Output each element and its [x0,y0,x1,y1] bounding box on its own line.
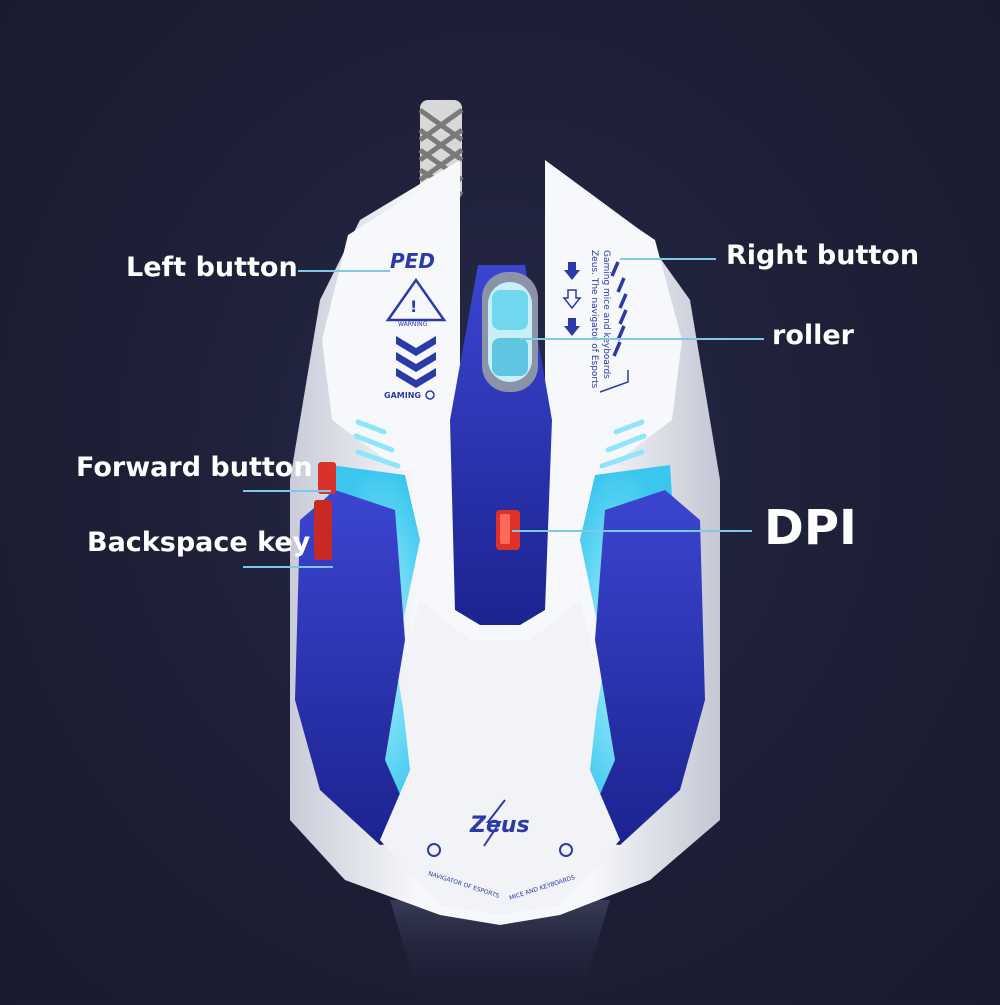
left-button-graphics: PED ! WARNING GAMING [384,249,447,400]
side-panel-right [580,490,705,845]
reflection [390,900,610,1000]
warning-text: WARNING [398,321,428,328]
right-button[interactable] [548,168,682,470]
model-mark: PED [390,249,435,273]
led-slots-left [353,419,401,469]
label-forward-button: Forward button [76,452,313,483]
warning-triangle-icon [385,277,447,322]
led-slots-right [599,419,647,469]
scroll-wheel[interactable] [482,272,538,392]
side-panel-left [295,490,420,845]
lightning-icon [483,799,506,847]
label-left-button: Left button [126,252,298,283]
callout-line-left-button [298,270,390,272]
svg-text:!: ! [410,297,417,316]
tagline-1: Zeus. The navigator of Esports [589,250,599,389]
tagline-2: Gaming mice and keyboards [601,250,611,379]
label-roller: roller [772,320,855,351]
right-button-graphics: Zeus. The navigator of Esports Gaming mi… [562,250,629,393]
callout-line-backspace [243,566,333,568]
arrow-down-icon [564,262,580,280]
label-right-button: Right button [726,240,920,271]
arrow-down-outline-icon [562,289,582,310]
callout-line-forward [243,490,331,492]
arrow-down-icon-2 [564,318,580,336]
label-dpi: DPI [764,500,857,556]
callout-line-roller [520,338,764,340]
brand-logo: Zeus [469,813,530,838]
dpi-button[interactable] [496,510,520,550]
label-backspace-key: Backspace key [87,527,311,558]
gaming-text: GAMING [384,391,421,400]
forward-side-button[interactable] [318,462,336,494]
callout-line-right-button [620,258,716,260]
callout-line-dpi [512,530,752,532]
backspace-side-button[interactable] [314,500,332,560]
palm-rest [380,600,620,915]
chevron-down-icon [396,336,436,356]
